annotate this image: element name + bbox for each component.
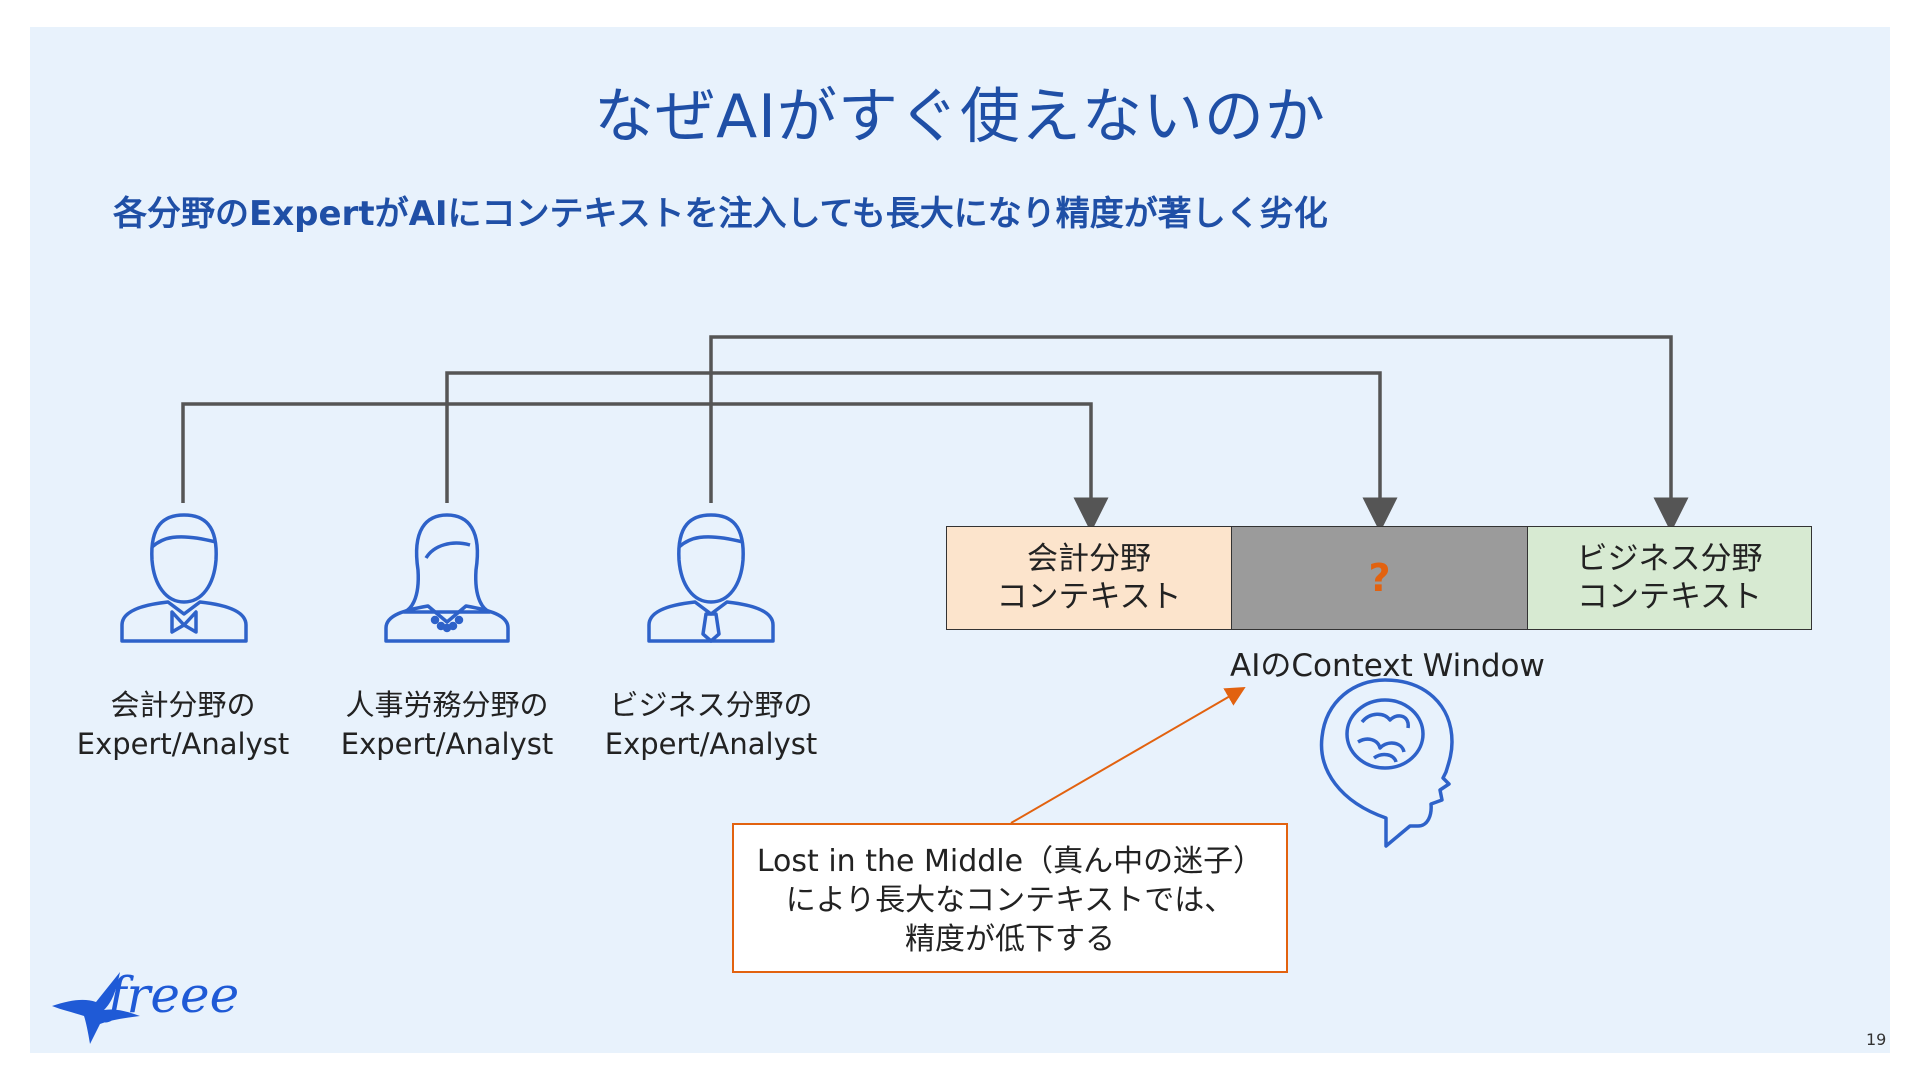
note-line2: により長大なコンテキストでは、 — [785, 883, 1235, 918]
note-line3: 精度が低下する — [905, 922, 1115, 957]
expert-label-line2: Expert/Analyst — [76, 727, 290, 761]
expert-label-hr: 人事労務分野の Expert/Analyst — [317, 686, 577, 764]
slide-subtitle: 各分野のExpertがAIにコンテキストを注入しても長大になり精度が著しく劣化 — [113, 194, 1328, 234]
note-pointer-arrow — [1010, 686, 1246, 824]
lost-in-middle-note: Lost in the Middle（真ん中の迷子） により長大なコンテキストで… — [732, 823, 1288, 973]
expert-label-line1: ビジネス分野の — [609, 688, 813, 722]
connector-business — [709, 335, 1689, 533]
expert-label-business: ビジネス分野の Expert/Analyst — [581, 686, 841, 764]
female-person-necklace-icon — [384, 513, 510, 643]
context-business-line2: コンテキスト — [1576, 579, 1763, 615]
context-segment-business: ビジネス分野 コンテキスト — [1527, 526, 1812, 630]
expert-label-line2: Expert/Analyst — [340, 727, 554, 761]
context-segment-accounting: 会計分野 コンテキスト — [946, 526, 1232, 630]
male-person-tie-icon — [647, 513, 775, 643]
context-business-line1: ビジネス分野 — [1576, 541, 1763, 577]
context-accounting-line2: コンテキスト — [996, 579, 1182, 615]
expert-label-line1: 人事労務分野の — [345, 688, 549, 722]
freee-logo: freee — [108, 966, 240, 1024]
note-line1: Lost in the Middle（真ん中の迷子） — [756, 844, 1264, 879]
context-segment-middle: ? — [1231, 526, 1528, 630]
slide-title: なぜAIがすぐ使えないのか — [594, 82, 1326, 152]
expert-label-line2: Expert/Analyst — [604, 727, 818, 761]
question-mark: ? — [1368, 556, 1391, 600]
head-brain-icon — [1319, 678, 1454, 848]
connector-hr — [445, 371, 1398, 533]
context-accounting-line1: 会計分野 — [1026, 541, 1151, 577]
page-number: 19 — [1866, 1030, 1887, 1049]
swallow-bird-icon — [52, 972, 140, 1044]
context-window-caption: AIのContext Window — [1230, 648, 1545, 684]
male-person-bowtie-icon — [120, 513, 248, 643]
connector-accounting — [181, 402, 1109, 533]
expert-label-line1: 会計分野の — [110, 688, 256, 722]
expert-label-accounting: 会計分野の Expert/Analyst — [53, 686, 313, 764]
